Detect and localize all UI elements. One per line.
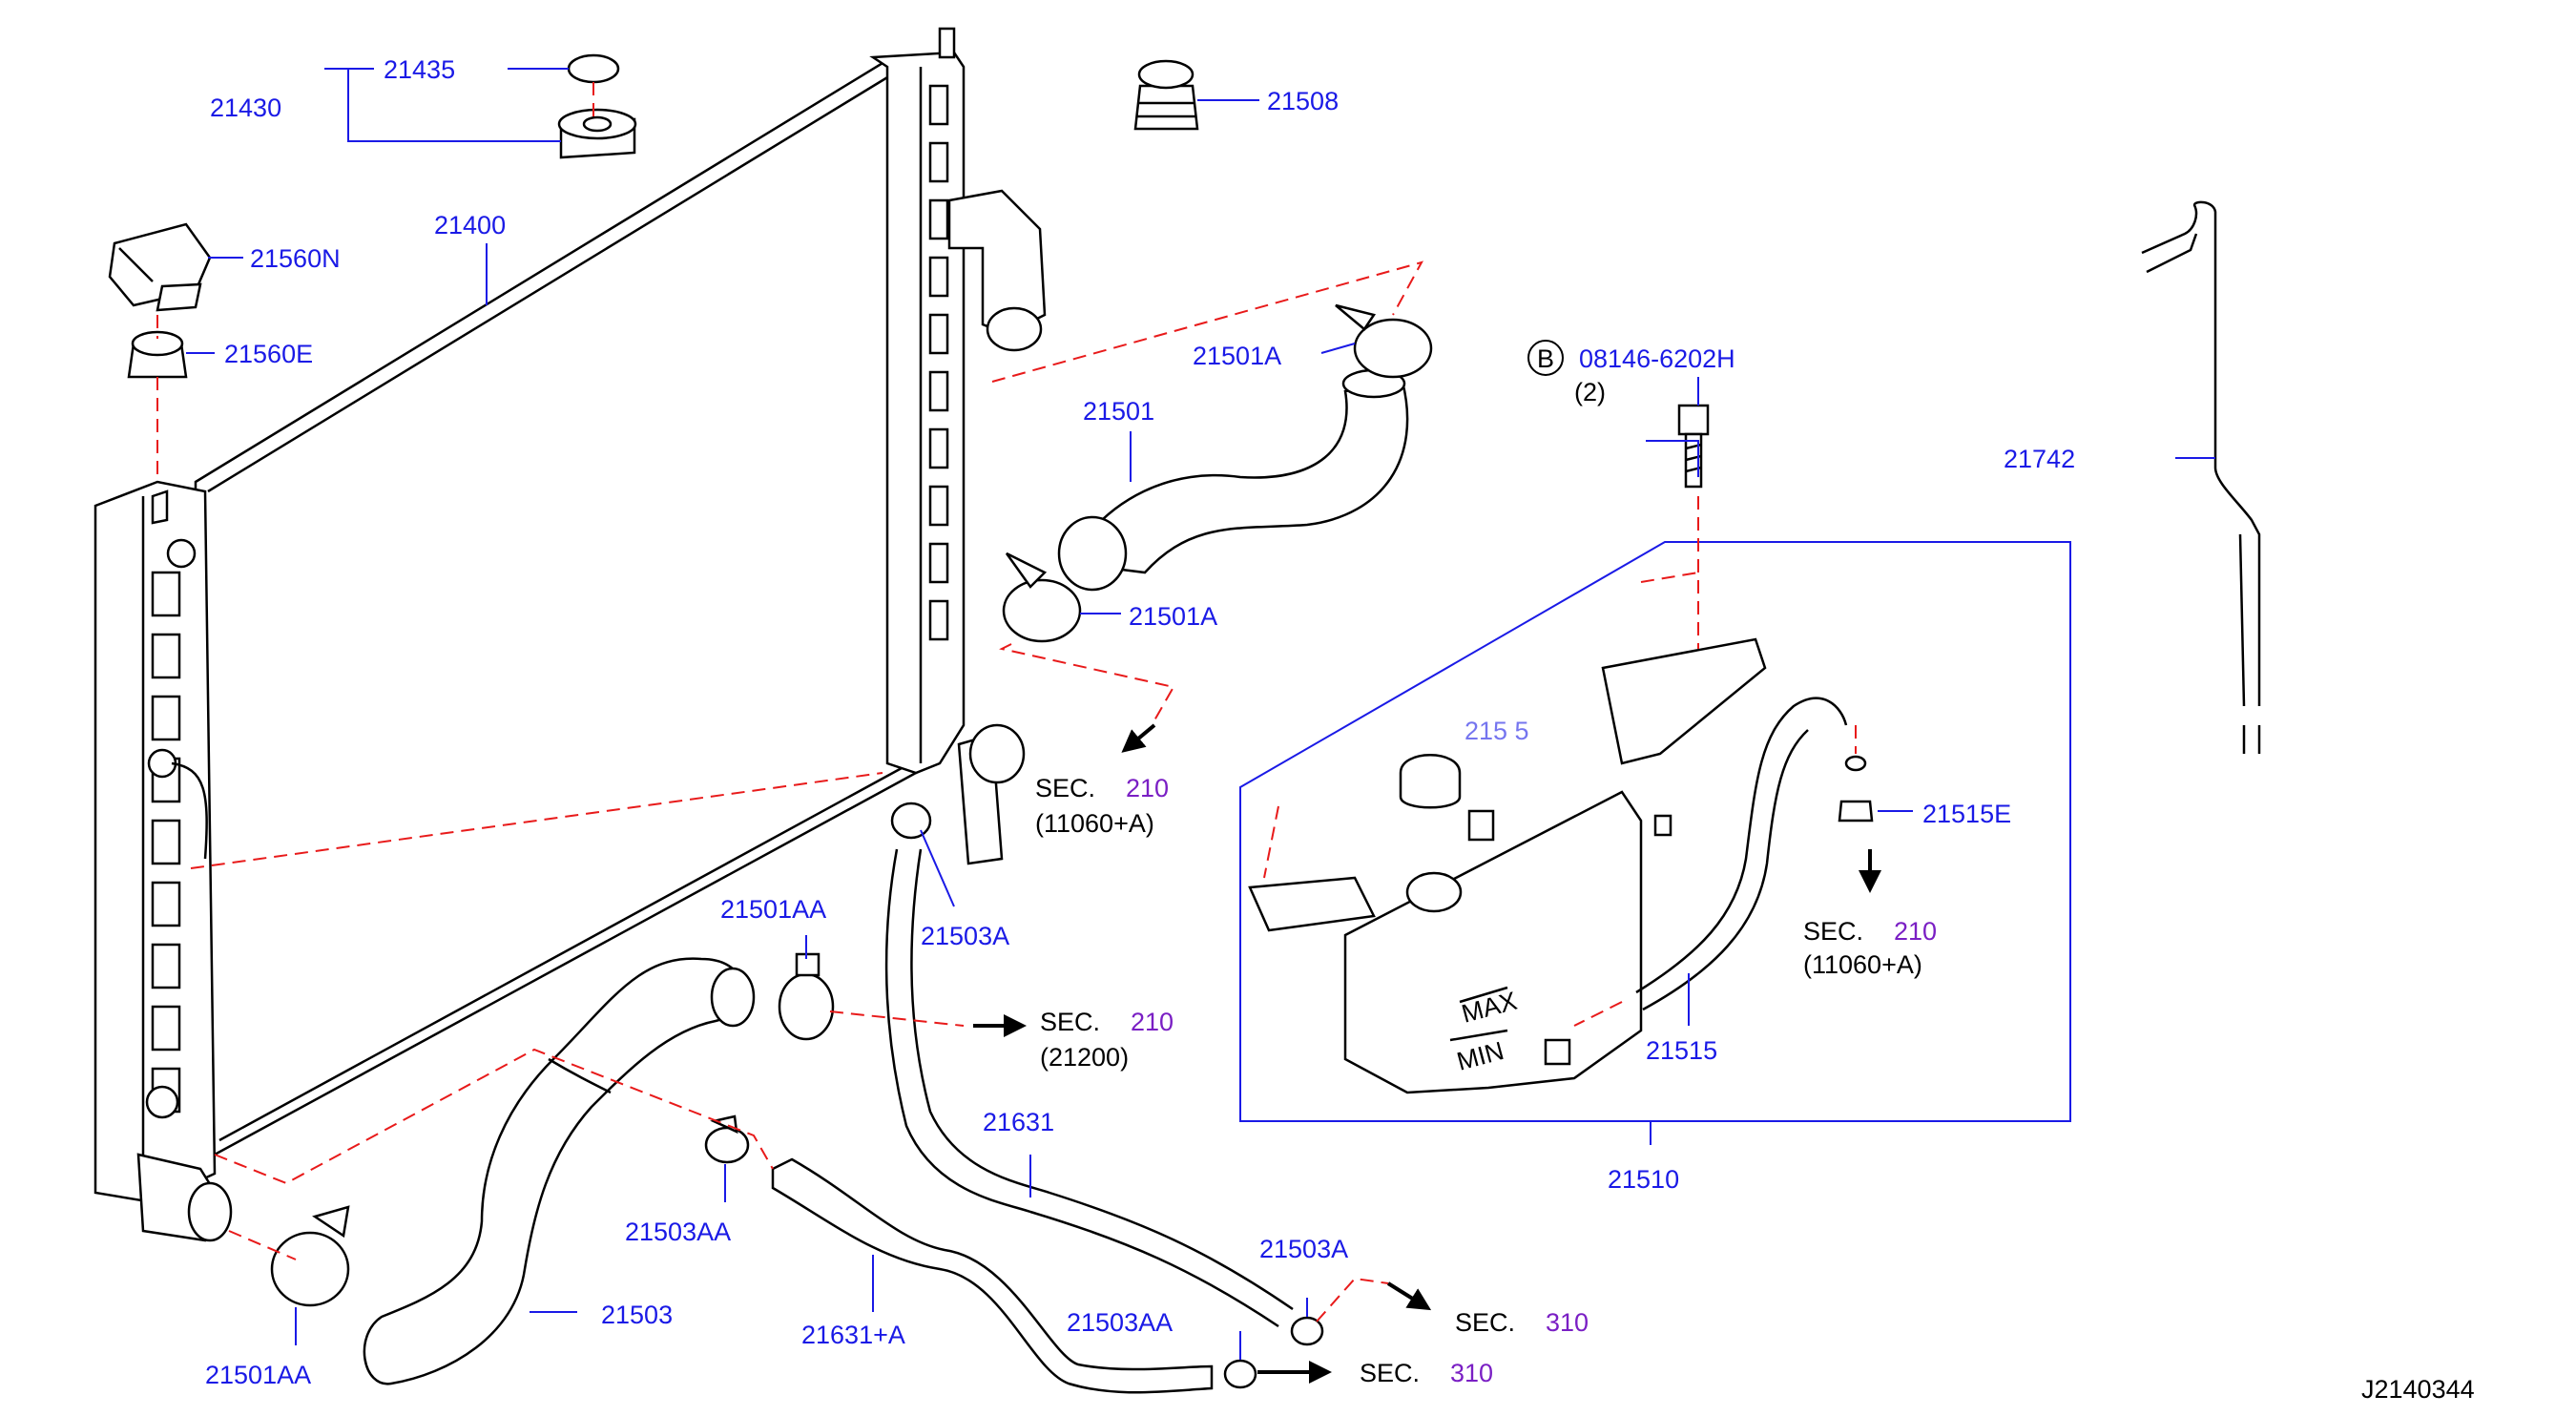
- label-21510[interactable]: 21510: [1608, 1165, 1679, 1194]
- label-21400[interactable]: 21400: [434, 211, 506, 239]
- hose-clamp-21501AA-mid: [778, 952, 835, 1041]
- sec-number: 210: [1126, 774, 1169, 802]
- hose-clamp-21503A-mid: [890, 802, 932, 840]
- label-21501AA-low[interactable]: 21501AA: [205, 1361, 311, 1389]
- mounting-bracket-21560N: [108, 222, 212, 312]
- label-21501AA-mid[interactable]: 21501AA: [720, 895, 826, 924]
- label-21560N[interactable]: 21560N: [250, 244, 341, 273]
- label-21631A[interactable]: 21631+A: [801, 1321, 905, 1349]
- hose-21631: [884, 848, 1294, 1328]
- sec-ref-310-upper[interactable]: SEC. 310: [1455, 1308, 1589, 1337]
- reservoir-tank-21515: [1248, 637, 1767, 1094]
- sec-sub: (11060+A): [1803, 950, 1922, 979]
- lower-hose-21503: [363, 957, 756, 1385]
- sec-word: SEC.: [1040, 1008, 1100, 1036]
- center-lines: [156, 82, 1857, 1322]
- bolt-08146-6202H: [1677, 404, 1710, 489]
- radiator-right-tank: [869, 27, 966, 775]
- label-21503A-low[interactable]: 21503A: [1259, 1235, 1348, 1263]
- label-21508[interactable]: 21508: [1267, 87, 1339, 115]
- radiator-upper-outlet: [947, 189, 1047, 352]
- label-21501A-top[interactable]: 21501A: [1193, 342, 1281, 370]
- sec-sub: (11060+A): [1035, 809, 1154, 838]
- hose-clamp-21503A-low: [1290, 1316, 1324, 1346]
- bolt-letter: B: [1537, 344, 1554, 373]
- sec-arrows: [973, 723, 1881, 1384]
- label-2151x-faint: 215 5: [1465, 717, 1529, 745]
- hose-clamp-21503AA-left: [704, 1114, 750, 1164]
- diagram-id: J2140344: [2361, 1375, 2475, 1404]
- label-21742[interactable]: 21742: [2004, 445, 2075, 473]
- sec-ref-210-11060A-right[interactable]: SEC. 210 (11060+A): [1803, 917, 1937, 979]
- radiator-cap-21430: [557, 108, 637, 159]
- sec-ref-210-21200[interactable]: SEC. 210 (21200): [1040, 1008, 1174, 1072]
- sec-ref-310-lower[interactable]: SEC. 310: [1360, 1359, 1493, 1387]
- hose-clamp-21503AA-low: [1223, 1359, 1257, 1389]
- label-21631[interactable]: 21631: [983, 1108, 1054, 1136]
- hose-21631A: [771, 1157, 1214, 1394]
- sec-word: SEC.: [1035, 774, 1095, 802]
- radiator-lower-inlet: [136, 1153, 233, 1242]
- bolt-letter-circle: [1527, 340, 1564, 376]
- hose-clamp-21501AA-low: [270, 1205, 350, 1307]
- label-08146-6202H[interactable]: 08146-6202H: [1579, 344, 1735, 373]
- overflow-tube-21742: [2141, 200, 2261, 754]
- hose-clamp-21501A-top: [1335, 303, 1433, 379]
- reservoir-hose-21515: [1635, 697, 1848, 1011]
- sec-word: SEC.: [1455, 1308, 1515, 1337]
- label-21515E[interactable]: 21515E: [1922, 800, 2011, 828]
- sec-word: SEC.: [1803, 917, 1863, 946]
- label-21430[interactable]: 21430: [210, 94, 281, 122]
- seal-ring-21435: [567, 53, 620, 84]
- reservoir-cap: [1399, 754, 1462, 809]
- sec-number: 210: [1131, 1008, 1174, 1036]
- label-21503[interactable]: 21503: [601, 1301, 673, 1329]
- label-21560E[interactable]: 21560E: [224, 340, 313, 368]
- hose-clamp-21501A-mid: [1002, 552, 1082, 643]
- radiator-left-tank: [93, 480, 217, 1204]
- mounting-insulator-21560E: [127, 330, 188, 379]
- upper-hose-21501: [1057, 368, 1409, 592]
- leader-lines: [186, 68, 2215, 1360]
- label-21503AA-left[interactable]: 21503AA: [625, 1218, 731, 1246]
- label-21503AA-low[interactable]: 21503AA: [1067, 1308, 1173, 1337]
- sec-number: 310: [1546, 1308, 1589, 1337]
- label-21515[interactable]: 21515: [1646, 1036, 1717, 1065]
- label-21501A-mid[interactable]: 21501A: [1129, 602, 1217, 631]
- label-21503A-mid[interactable]: 21503A: [921, 922, 1009, 950]
- rubber-bumper-21508: [1133, 59, 1199, 131]
- sec-word: SEC.: [1360, 1359, 1420, 1387]
- bolt-quantity: (2): [1574, 378, 1606, 406]
- label-21435[interactable]: 21435: [384, 55, 455, 84]
- radiator-stub-pipe: [957, 723, 1026, 865]
- sec-number: 210: [1894, 917, 1937, 946]
- sec-number: 310: [1450, 1359, 1493, 1387]
- sec-sub: (21200): [1040, 1043, 1129, 1072]
- sec-ref-210-11060A-upper[interactable]: SEC. 210 (11060+A): [1035, 774, 1169, 838]
- hose-clip-21515E: [1838, 755, 1874, 823]
- label-21501[interactable]: 21501: [1083, 397, 1154, 426]
- reservoir-assembly-outline: [1239, 541, 2071, 1122]
